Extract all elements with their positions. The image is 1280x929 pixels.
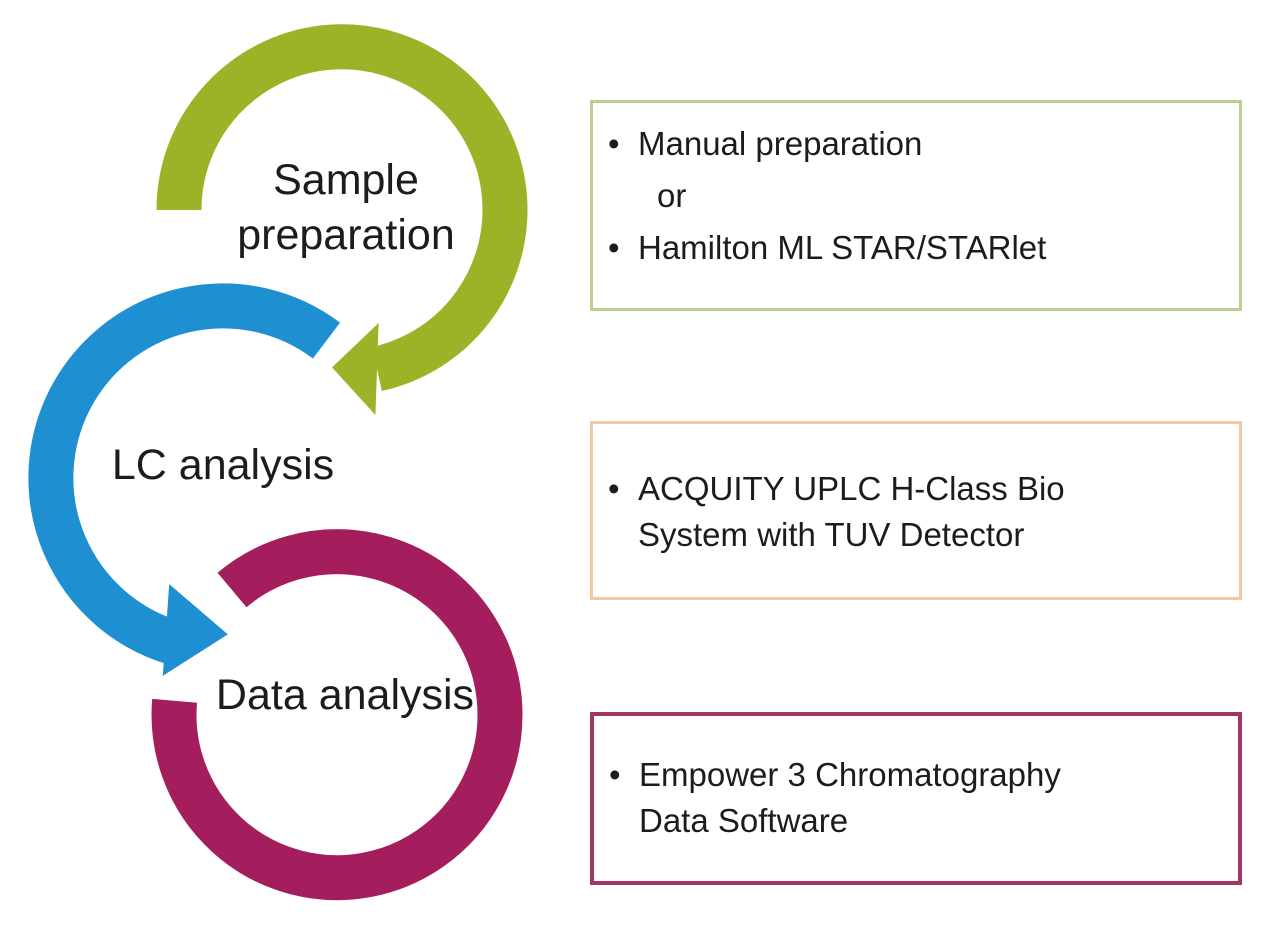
cycle-arrows-graphic [28, 24, 528, 901]
detail-box-lc-analysis: • ACQUITY UPLC H-Class Bio System with T… [590, 421, 1242, 600]
cycle-label-sample-preparation: Sample preparation [237, 156, 455, 259]
bullet-item: • Manual preparation [608, 121, 1219, 167]
bullet-item-text: or [657, 177, 687, 215]
connector-line-or: or [608, 173, 1219, 219]
bullet-item-continuation: System with TUV Detector [608, 512, 1219, 558]
detail-box-data-analysis: • Empower 3 Chromatography Data Software [590, 712, 1242, 885]
cycle-label-data-analysis: Data analysis [215, 671, 475, 719]
bullet-marker: • [608, 229, 620, 267]
bullet-item: • ACQUITY UPLC H-Class Bio [608, 466, 1219, 512]
lc-analysis-arrowhead-icon [162, 584, 228, 676]
bullet-item-continuation: Data Software [609, 798, 1218, 844]
bullet-item-text: Hamilton ML STAR/STARlet [638, 229, 1047, 267]
bullet-marker: • [608, 125, 620, 162]
data-analysis-ring [151, 529, 523, 901]
bullet-item-text: Manual preparation [638, 125, 923, 162]
bullet-marker: • [609, 756, 621, 793]
bullet-item: • Hamilton ML STAR/STARlet [608, 225, 1219, 271]
bullet-item-text: System with TUV Detector [638, 516, 1025, 554]
bullet-item-text: Empower 3 Chromatography [639, 756, 1061, 793]
lc-analysis-arrow [28, 283, 341, 676]
sample-preparation-arc [156, 24, 528, 391]
sample-preparation-arrow [156, 24, 528, 415]
data-analysis-arc [151, 529, 523, 901]
bullet-item-text: ACQUITY UPLC H-Class Bio [638, 470, 1065, 507]
bullet-marker: • [608, 470, 620, 507]
sample-preparation-arrowhead-icon [332, 323, 379, 415]
bullet-item: • Empower 3 Chromatography [609, 752, 1218, 798]
cycle-label-lc-analysis: LC analysis [111, 441, 335, 489]
bullet-item-text: Data Software [639, 802, 849, 840]
detail-box-sample-preparation: • Manual preparation or • Hamilton ML ST… [590, 100, 1242, 311]
lc-analysis-arc [28, 283, 341, 665]
